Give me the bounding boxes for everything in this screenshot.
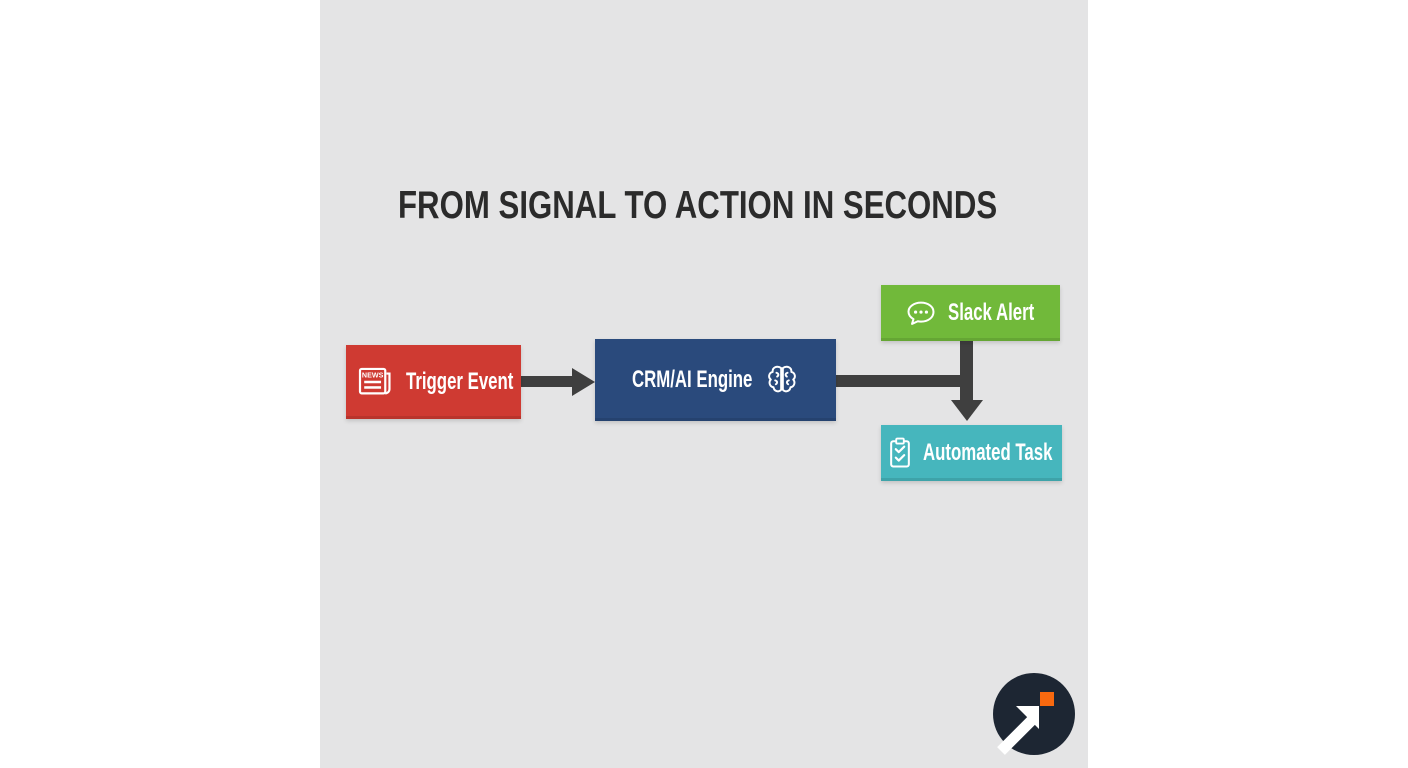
node-automated-task: Automated Task <box>881 425 1062 481</box>
edge-to-task-arrowhead <box>951 400 983 421</box>
diagram-title-text: FROM SIGNAL TO ACTION IN SECONDS <box>398 184 998 227</box>
edge-junction-vertical <box>960 341 973 402</box>
node-label-crm-ai-engine: CRM/AI Engine <box>632 366 753 393</box>
diagram-title: FROM SIGNAL TO ACTION IN SECONDS <box>320 186 1088 226</box>
node-slack-alert: Slack Alert <box>881 285 1060 341</box>
node-crm-ai-engine: CRM/AI Engine <box>595 339 836 421</box>
newspaper-icon: NEWS <box>358 366 394 398</box>
node-label-trigger-event: Trigger Event <box>405 368 513 395</box>
brand-logo <box>992 672 1076 756</box>
logo-orange-square <box>1040 692 1054 706</box>
logo-arrow-head <box>1016 706 1039 729</box>
node-trigger-event: NEWS Trigger Event <box>346 345 521 419</box>
chat-bubble-icon <box>906 300 936 327</box>
edge-engine-to-junction <box>836 375 973 387</box>
edge-trigger-to-engine-shaft <box>521 376 573 387</box>
clipboard-check-icon <box>889 437 911 469</box>
node-label-slack-alert: Slack Alert <box>947 299 1034 326</box>
logo-arrow-shaft <box>997 716 1036 755</box>
node-label-automated-task: Automated Task <box>923 439 1053 466</box>
newspaper-icon-text: NEWS <box>361 371 383 379</box>
content-panel: FROM SIGNAL TO ACTION IN SECONDS NEWS Tr… <box>320 0 1088 768</box>
brain-icon <box>765 363 799 397</box>
edge-trigger-to-engine-arrowhead <box>572 368 595 396</box>
